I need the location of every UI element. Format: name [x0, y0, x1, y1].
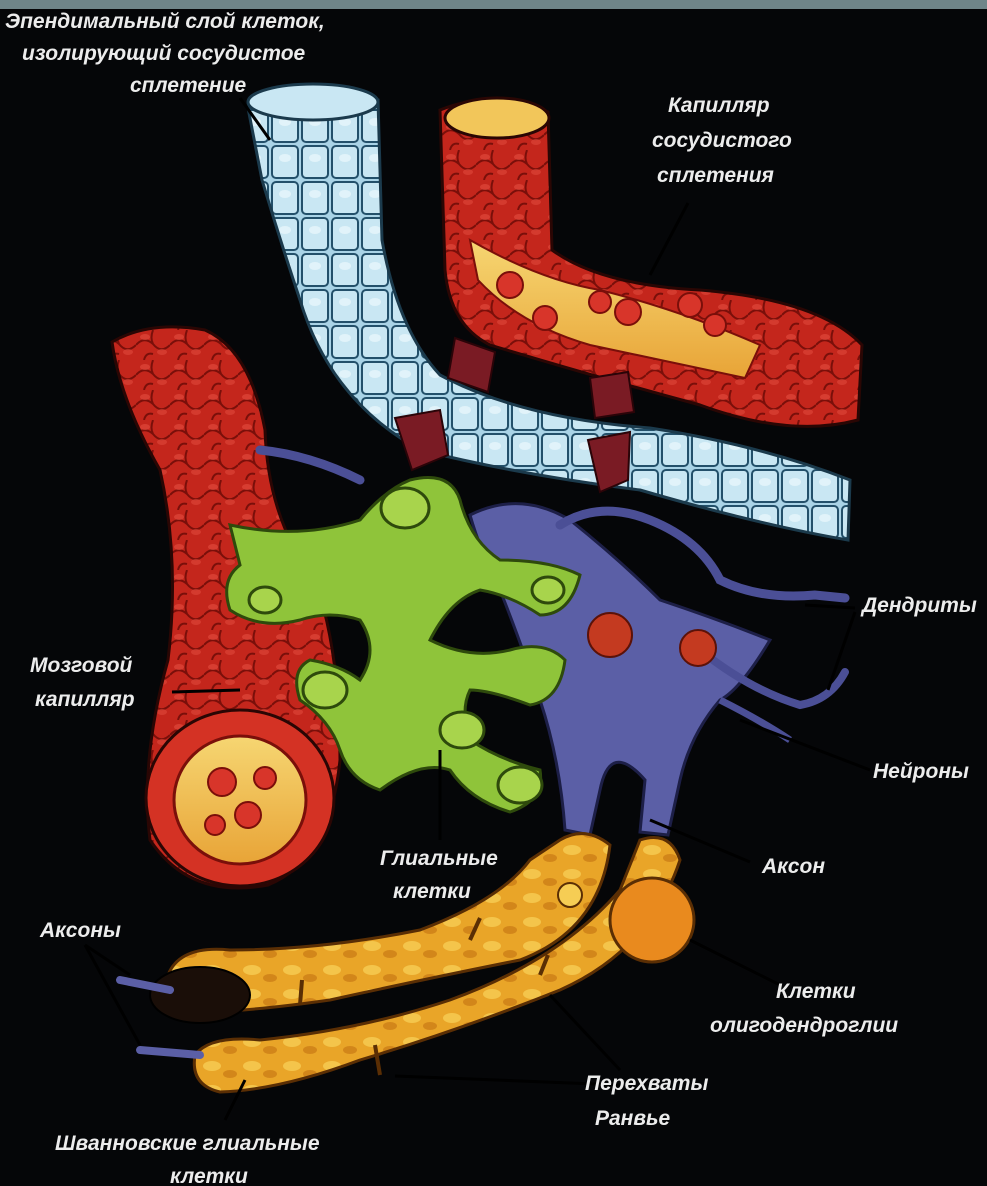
- label-brain-capillary-1: Мозговой: [30, 654, 133, 677]
- label-oligodendroglia-2: олигодендроглии: [710, 1014, 898, 1037]
- label-plexus-capillary-3: сплетения: [657, 164, 774, 187]
- label-ranvier-2: Ранвье: [595, 1107, 671, 1130]
- label-axon: Аксон: [761, 855, 825, 878]
- label-brain-capillary-2: капилляр: [35, 688, 135, 711]
- label-ependymal-3: сплетение: [130, 74, 247, 97]
- label-ependymal-1: Эпендимальный слой клеток,: [5, 10, 325, 33]
- label-oligodendroglia-1: Клетки: [776, 980, 856, 1003]
- label-schwann-2: клетки: [170, 1165, 248, 1186]
- label-schwann-1: Шванновские глиальные: [55, 1132, 320, 1155]
- label-glial-cells-1: Глиальные: [380, 847, 498, 870]
- label-ranvier-1: Перехваты: [585, 1072, 708, 1095]
- label-dendrites: Дендриты: [860, 594, 977, 617]
- label-neurons: Нейроны: [873, 760, 969, 783]
- label-axons: Аксоны: [39, 919, 121, 942]
- label-plexus-capillary-1: Капилляр: [668, 94, 770, 117]
- plexus-capillary: [440, 98, 862, 426]
- label-glial-cells-2: клетки: [393, 880, 471, 903]
- label-ependymal-2: изолирующий сосудистое: [22, 42, 306, 65]
- label-plexus-capillary-2: сосудистого: [652, 129, 792, 152]
